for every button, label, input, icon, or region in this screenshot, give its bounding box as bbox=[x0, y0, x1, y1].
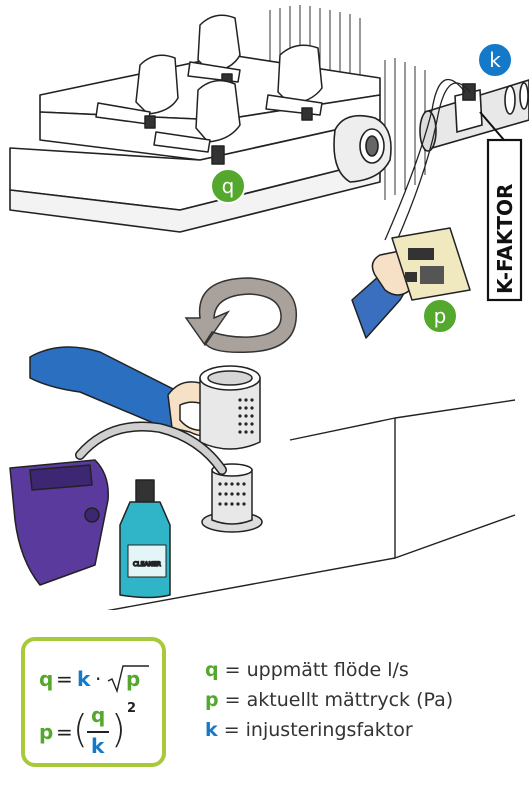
k-marker-label: k bbox=[489, 48, 501, 72]
formula1-dot: · bbox=[95, 667, 101, 691]
legend-row-q: q = uppmätt flöde l/s bbox=[205, 655, 505, 685]
cleaner-bottle: CLEANER bbox=[120, 480, 170, 598]
formula1-k: k bbox=[77, 667, 90, 691]
q-marker-label: q bbox=[222, 174, 235, 198]
formula2-num: q bbox=[91, 703, 105, 727]
legend-text-q: = uppmätt flöde l/s bbox=[225, 659, 409, 681]
formula2-eq: = bbox=[56, 720, 73, 744]
seat bbox=[188, 15, 240, 86]
k-marker: k bbox=[478, 43, 512, 77]
legend-symbol-q: q bbox=[205, 659, 219, 681]
k-faktor-tag: K-FAKTOR bbox=[480, 112, 521, 300]
paren-right-icon: ) bbox=[111, 707, 126, 751]
p-marker-label: p bbox=[434, 304, 447, 328]
q-marker: q bbox=[211, 169, 245, 203]
rotate-arrow-icon bbox=[186, 278, 296, 352]
legend: q = uppmätt flöde l/s p = aktuellt mättr… bbox=[205, 655, 505, 745]
formula1-p: p bbox=[126, 667, 140, 691]
legend-row-p: p = aktuellt mättryck (Pa) bbox=[205, 685, 505, 715]
formula2-den: k bbox=[91, 734, 104, 758]
k-faktor-label: K-FAKTOR bbox=[493, 184, 517, 294]
formula2-p: p bbox=[39, 720, 53, 744]
legend-symbol-p: p bbox=[205, 689, 219, 711]
fraction-bar bbox=[87, 731, 109, 733]
paren-left-icon: ( bbox=[73, 707, 88, 751]
legend-text-k: = injusteringsfaktor bbox=[224, 719, 413, 741]
nozzle-base bbox=[202, 464, 262, 532]
formula-box: q = k · p p = ( q k ) 2 bbox=[21, 637, 166, 767]
illustration: q K-FAKTOR k p bbox=[0, 0, 529, 610]
formula1-q: q bbox=[39, 667, 53, 691]
filter-cylinder bbox=[200, 366, 260, 449]
vacuum-cleaner bbox=[10, 460, 108, 585]
p-marker: p bbox=[423, 299, 457, 333]
cleaner-label: CLEANER bbox=[133, 561, 161, 568]
formula1-eq: = bbox=[56, 667, 73, 691]
legend-text-p: = aktuellt mättryck (Pa) bbox=[225, 689, 454, 711]
legend-row-k: k = injusteringsfaktor bbox=[205, 715, 505, 745]
legend-symbol-k: k bbox=[205, 719, 218, 741]
formula2-exp: 2 bbox=[127, 701, 136, 716]
